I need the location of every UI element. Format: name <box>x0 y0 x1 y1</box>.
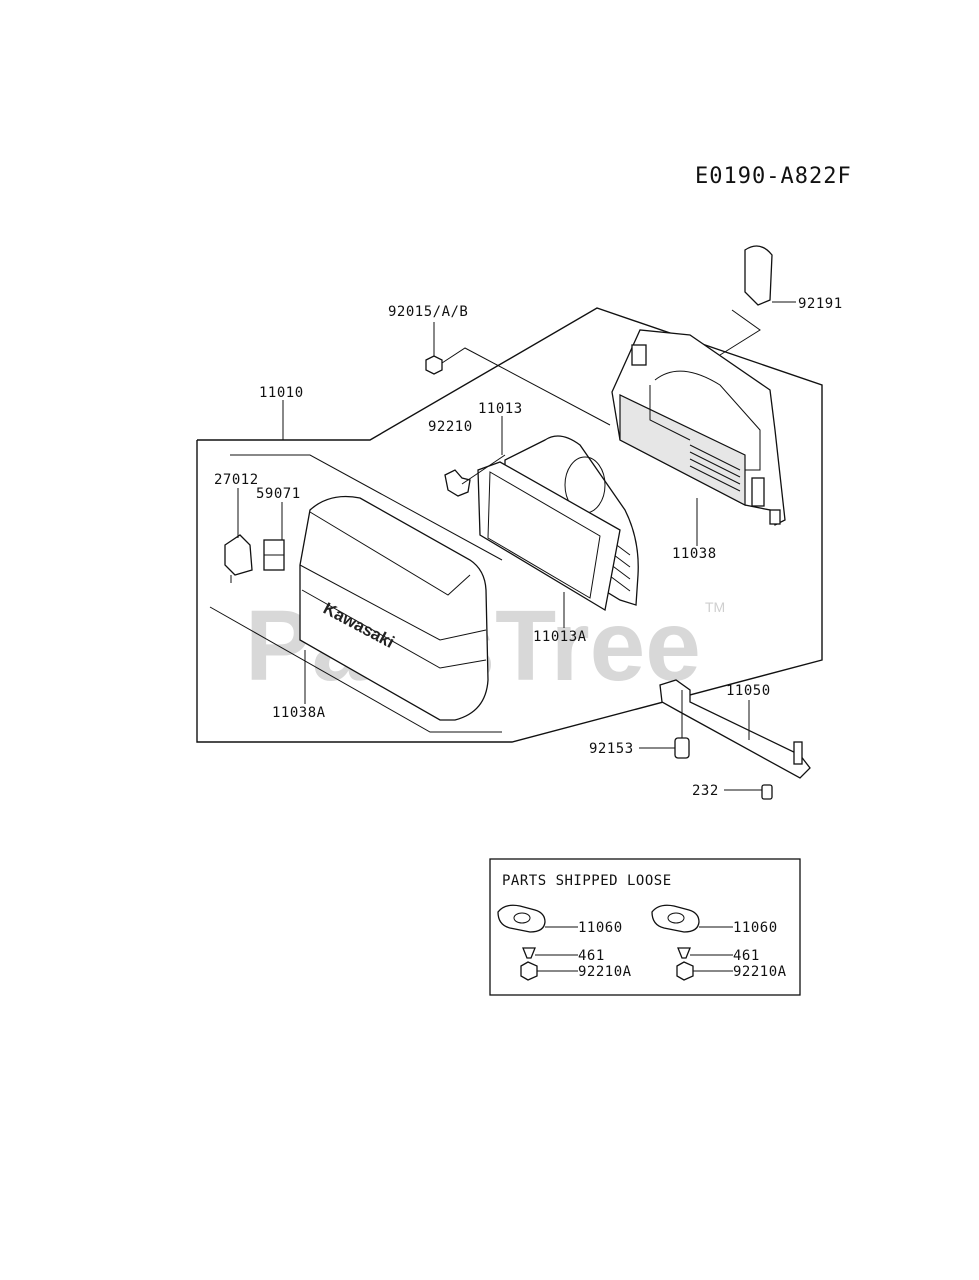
loose-set-right: 11060 461 92210A <box>651 904 787 981</box>
label-11038A: 11038A <box>272 705 326 721</box>
diagram-code: E0190-A822F <box>695 164 852 189</box>
air-cleaner-cover: Kawasaki <box>299 495 489 721</box>
loose-right-nut-label: 92210A <box>733 964 787 980</box>
pre-cleaner-foam <box>477 461 621 612</box>
assembly-outline <box>196 307 823 743</box>
loose-left-gasket-label: 11060 <box>578 920 623 936</box>
loose-right-gasket-label: 11060 <box>733 920 778 936</box>
loose-title: PARTS SHIPPED LOOSE <box>502 873 672 889</box>
label-27012: 27012 <box>214 472 259 488</box>
label-59071: 59071 <box>256 486 301 502</box>
label-92153: 92153 <box>589 741 634 757</box>
label-92015: 92015/A/B <box>388 304 468 320</box>
air-cleaner-base <box>611 329 786 526</box>
loose-left-washer-label: 461 <box>578 948 605 964</box>
breather-92191 <box>719 245 796 356</box>
parts-shipped-loose-box: PARTS SHIPPED LOOSE 11060 461 92210A 110… <box>489 858 801 996</box>
wing-nut-92210 <box>444 454 506 497</box>
label-92191: 92191 <box>798 296 843 312</box>
clip-and-hinge <box>224 488 285 583</box>
nut-92015 <box>425 322 611 426</box>
label-11050: 11050 <box>726 683 771 699</box>
bolt-92153 <box>639 690 690 759</box>
label-232: 232 <box>692 783 719 799</box>
loose-right-washer-label: 461 <box>733 948 760 964</box>
label-92210: 92210 <box>428 419 473 435</box>
label-11013A: 11013A <box>533 629 587 645</box>
label-11010: 11010 <box>259 385 304 401</box>
watermark-tm: TM <box>705 599 725 615</box>
label-11038: 11038 <box>672 546 717 562</box>
leader-lines <box>304 416 698 704</box>
bracket-11050 <box>659 679 811 779</box>
part-labels: 92015/A/B 92191 11010 11013 92210 27012 … <box>214 296 843 799</box>
loose-left-nut-label: 92210A <box>578 964 632 980</box>
screw-232 <box>724 784 773 800</box>
loose-set-left: 11060 461 92210A <box>497 904 632 981</box>
label-11013: 11013 <box>478 401 523 417</box>
